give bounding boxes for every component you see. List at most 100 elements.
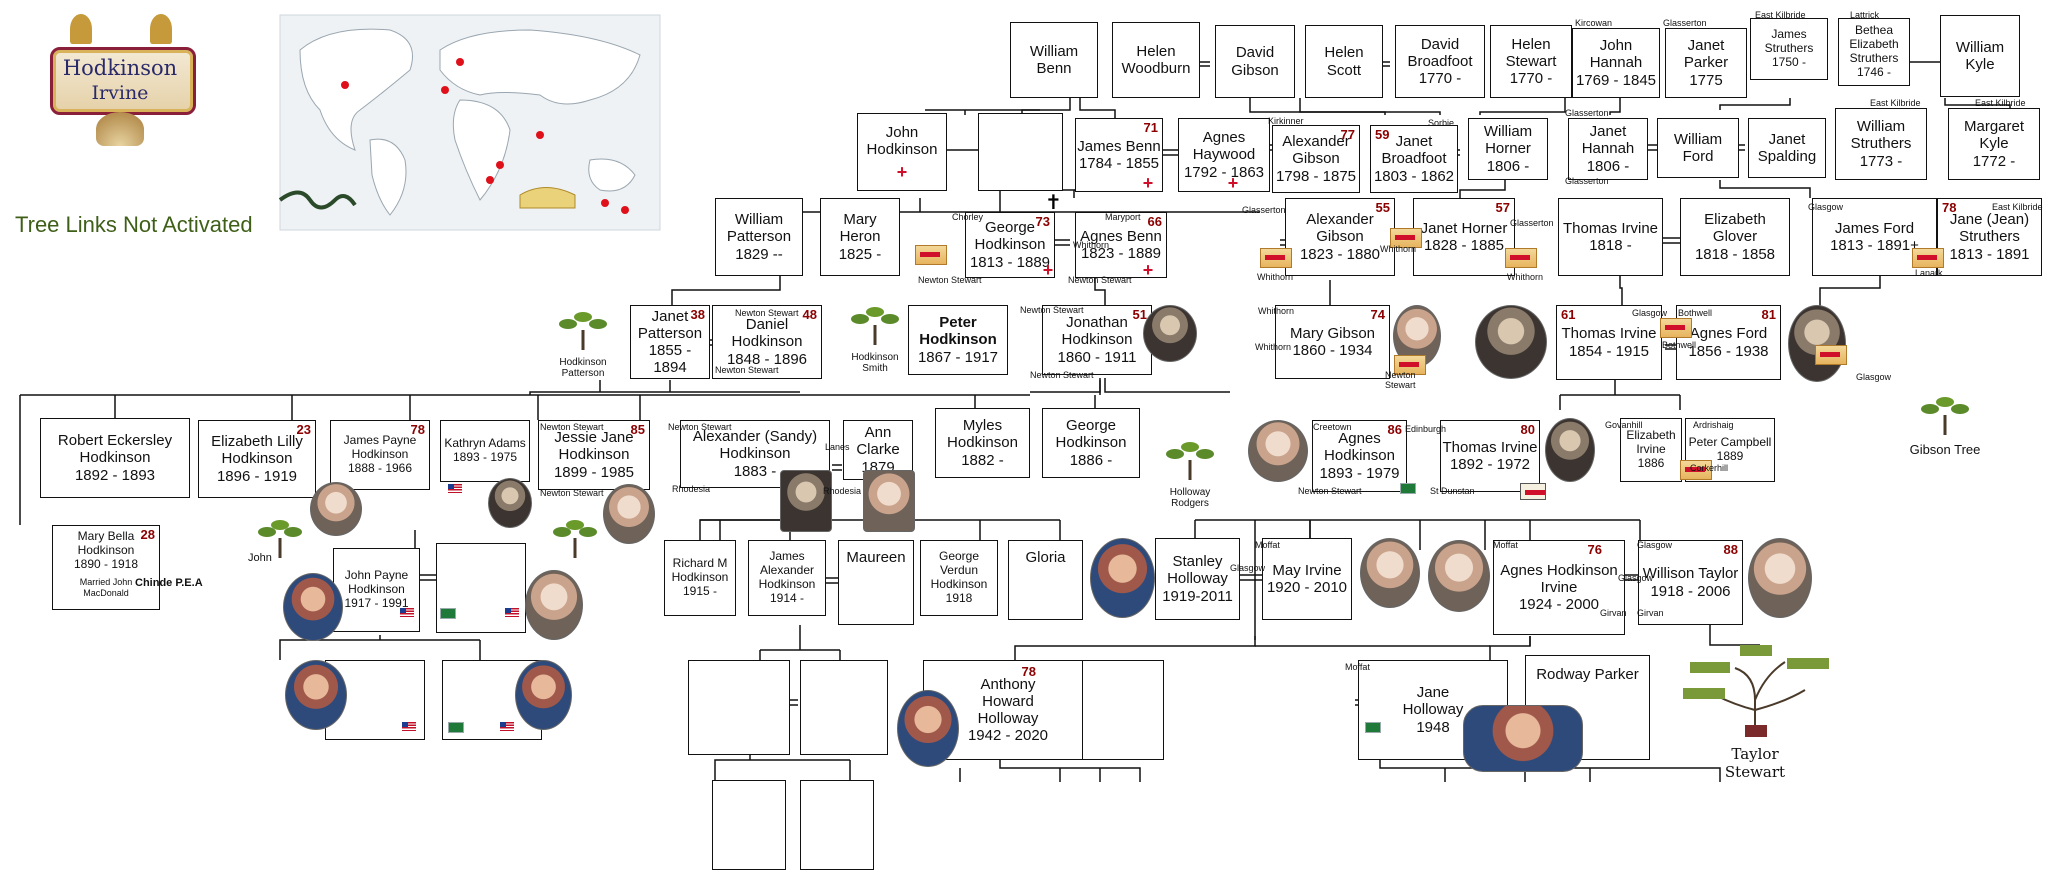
person-blank-g6-b[interactable] <box>800 780 874 870</box>
hodkinson-patterson-tree-link[interactable]: Hodkinson Patterson <box>548 310 618 379</box>
photo-g5-b[interactable] <box>515 660 572 730</box>
photo-ann-clarke[interactable] <box>863 470 915 532</box>
person-gloria[interactable]: Gloria <box>1008 540 1083 620</box>
photo-kathryn-adams[interactable] <box>488 478 532 528</box>
photo-thomas-irvine-jr[interactable] <box>1545 418 1595 482</box>
place-label: Edinburgh <box>1405 424 1447 434</box>
person-william-ford[interactable]: William Ford <box>1657 118 1739 178</box>
person-blank-g6-a[interactable] <box>712 780 786 870</box>
photo-jane-and-rodway[interactable] <box>1463 705 1583 772</box>
person-william-kyle[interactable]: William Kyle <box>1940 15 2020 97</box>
photo-john-payne[interactable] <box>283 573 343 641</box>
photo-thomas-irvine-mid[interactable] <box>1475 305 1547 379</box>
person-john-hodkinson[interactable]: John Hodkinson+ <box>857 113 947 191</box>
photo-agnes-h-irvine[interactable] <box>1428 540 1490 612</box>
place-label: Newton Stewart <box>715 365 779 375</box>
photo-may-irvine[interactable] <box>1360 538 1420 608</box>
john-tree-link[interactable] <box>255 518 305 565</box>
photo-g5-a[interactable] <box>285 660 347 730</box>
photo-agnes-ford[interactable] <box>1788 305 1846 382</box>
photo-james-payne[interactable] <box>310 482 362 536</box>
person-helen-scott[interactable]: Helen Scott <box>1305 25 1383 98</box>
person-janet-spalding[interactable]: Janet Spalding <box>1748 118 1826 178</box>
gibson-tree-link[interactable]: Gibson Tree <box>1905 395 1985 457</box>
person-helen-woodburn[interactable]: Helen Woodburn <box>1112 22 1200 98</box>
person-blank-g5-e[interactable] <box>1082 660 1164 760</box>
person-david-gibson[interactable]: David Gibson <box>1215 25 1295 98</box>
person-blank-top[interactable] <box>978 113 1063 191</box>
person-blank-g5-c[interactable] <box>688 660 790 755</box>
hodkinson-smith-tree-link[interactable]: Hodkinson Smith <box>845 305 905 374</box>
place-label: St Dunstan <box>1430 486 1475 496</box>
person-maureen[interactable]: Maureen <box>838 540 914 625</box>
person-mary-bella[interactable]: 28 Mary Bella Hodkinson 1890 - 1918 Marr… <box>52 525 160 610</box>
place-label: Glasgow <box>1856 372 1892 382</box>
photo-stanley-holloway[interactable] <box>1090 538 1155 618</box>
photo-jonathan-hodkinson[interactable] <box>1143 305 1197 362</box>
taylor-stewart-tree-link[interactable]: Taylor Stewart <box>1675 640 1835 781</box>
person-william-benn[interactable]: William Benn <box>1010 22 1098 98</box>
person-blank-g5-d[interactable] <box>800 660 888 755</box>
photo-anthony-holloway[interactable] <box>897 690 959 767</box>
place-label: Newton Stewart <box>668 422 732 432</box>
photo-alexander-sandy[interactable] <box>780 470 832 532</box>
photo-willison-taylor[interactable] <box>1748 538 1812 618</box>
holloway-rodgers-tree-link[interactable]: Holloway Rodgers <box>1160 440 1220 509</box>
photo-jp-wife[interactable] <box>525 570 583 640</box>
place-label: Newton Stewart <box>540 488 604 498</box>
person-blank-jp-wife[interactable] <box>436 543 526 633</box>
tree-link[interactable] <box>550 518 600 565</box>
photo-jessie-jane[interactable] <box>603 484 655 544</box>
photo-agnes-hodkinson[interactable] <box>1248 420 1308 482</box>
